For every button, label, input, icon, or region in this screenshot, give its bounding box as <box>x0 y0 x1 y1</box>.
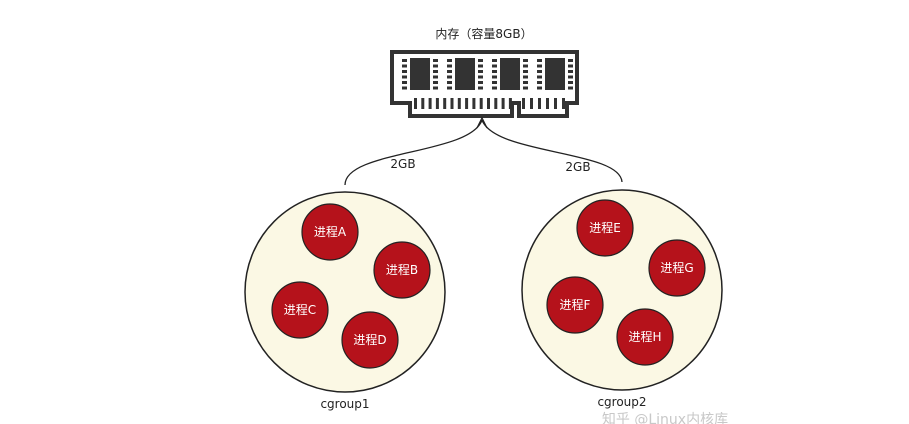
memory-pin <box>435 98 439 109</box>
memory-pin <box>530 98 533 109</box>
process-label: 进程B <box>386 262 418 277</box>
link-label-2: 2GB <box>565 160 590 174</box>
process-label: 进程G <box>660 260 693 275</box>
process-label: 进程C <box>284 302 316 317</box>
memory-pin <box>479 98 483 109</box>
memory-chip <box>500 58 520 90</box>
cgroup2-label: cgroup2 <box>597 395 646 409</box>
memory-title: 内存（容量8GB） <box>435 26 532 41</box>
memory-pin <box>443 98 447 109</box>
memory-pin <box>465 98 469 109</box>
process-node: 进程D <box>341 311 399 369</box>
memory-pin <box>487 98 490 109</box>
memory-pin <box>522 98 525 109</box>
memory-chip <box>545 58 565 90</box>
memory-chip <box>410 58 430 90</box>
process-label: 进程E <box>589 220 621 235</box>
memory-pin <box>428 98 432 109</box>
memory-pin <box>508 98 512 109</box>
link-cgroup2 <box>481 119 623 183</box>
memory-pin <box>554 98 557 109</box>
cgroup1-label: cgroup1 <box>320 397 369 411</box>
link-cgroup1 <box>344 119 483 186</box>
process-label: 进程H <box>628 329 661 344</box>
process-node: 进程C <box>271 281 329 339</box>
process-node: 进程B <box>373 241 431 299</box>
memory-pin <box>421 98 425 109</box>
memory-pin <box>457 98 461 109</box>
memory-pin <box>472 98 476 109</box>
memory-module-icon <box>390 50 579 118</box>
link-label-1: 2GB <box>390 157 415 171</box>
memory-pin <box>562 98 565 109</box>
process-node: 进程G <box>648 239 706 297</box>
process-node: 进程H <box>616 308 674 366</box>
memory-pin <box>501 98 505 109</box>
memory-pin <box>494 98 498 109</box>
process-label: 进程F <box>560 297 591 312</box>
memory-chip <box>455 58 475 90</box>
watermark: 知乎 @Linux内核库 <box>602 411 728 424</box>
memory-pin <box>414 98 417 109</box>
memory-pin <box>450 98 454 109</box>
process-node: 进程E <box>576 199 634 257</box>
process-node: 进程A <box>301 203 359 261</box>
memory-pin <box>538 98 541 109</box>
memory-pin <box>546 98 549 109</box>
process-node: 进程F <box>546 276 604 334</box>
process-label: 进程A <box>314 224 347 239</box>
arrow-head-icon <box>476 116 488 129</box>
process-label: 进程D <box>353 332 386 347</box>
